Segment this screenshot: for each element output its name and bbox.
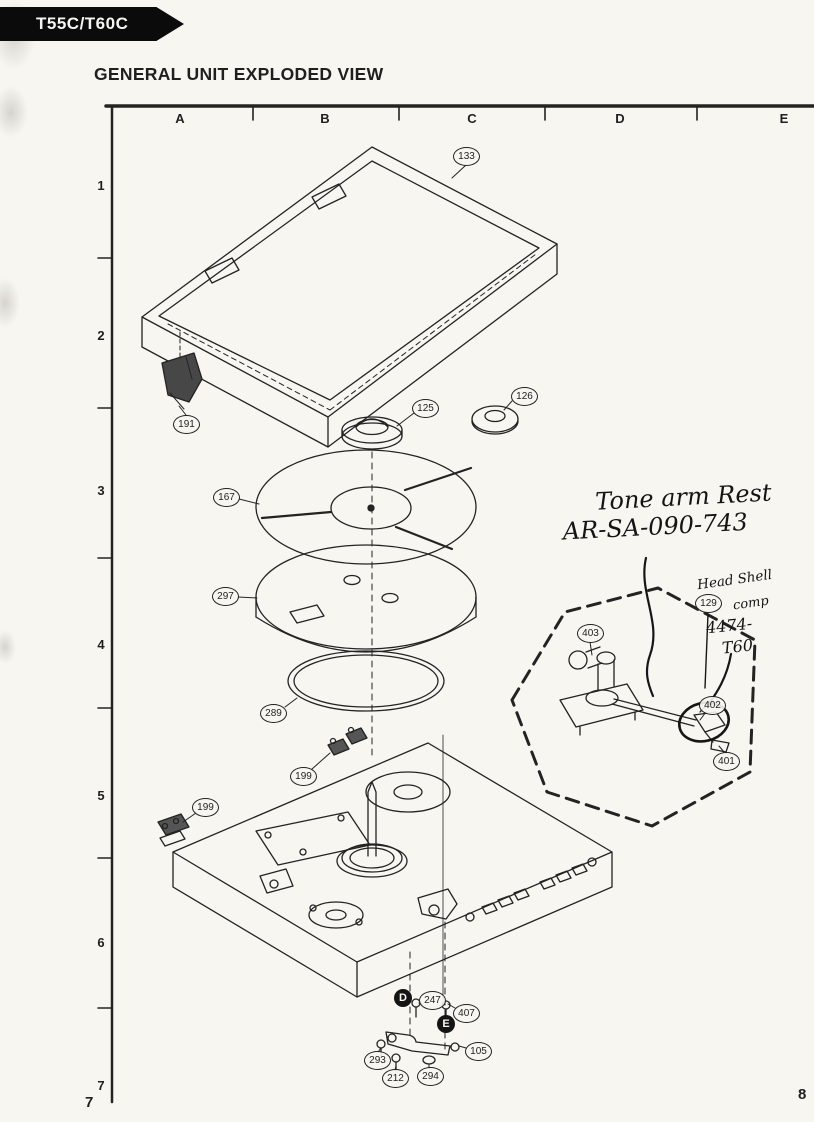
page-number-left: 7 — [85, 1094, 94, 1111]
tonearm-region-outline — [510, 586, 757, 828]
part-callout-133: 133 — [453, 147, 480, 166]
platter — [255, 544, 477, 653]
model-banner: T55C/T60C — [0, 7, 184, 41]
part-callout-293: 293 — [364, 1051, 391, 1070]
part-callout-289: 289 — [260, 704, 287, 723]
grid-col-c: C — [467, 111, 477, 126]
part-callout-294: 294 — [417, 1067, 444, 1086]
model-label: T55C/T60C — [36, 14, 129, 33]
grid-col-e: E — [779, 111, 789, 126]
platter-mat — [255, 449, 477, 565]
grid-row-6: 6 — [97, 935, 105, 950]
page-title: GENERAL UNIT EXPLODED VIEW — [94, 64, 384, 84]
grid-row-5: 5 — [97, 788, 105, 803]
view-marker-e: E — [437, 1015, 455, 1033]
part-callout-402: 402 — [699, 696, 726, 715]
page-number-right: 8 — [798, 1086, 807, 1103]
handwritten-note-tonearm: Tone arm Rest AR-SA-090-743 — [561, 479, 774, 546]
part-callout-199-left: 199 — [192, 798, 219, 817]
grid-row-7: 7 — [97, 1078, 105, 1093]
grid-frame-lines — [97, 104, 814, 1104]
grid-col-b: B — [320, 111, 330, 126]
part-callout-297: 297 — [212, 587, 239, 606]
part-callout-126: 126 — [511, 387, 538, 406]
grid-row-4: 4 — [97, 637, 105, 652]
part-callout-407: 407 — [453, 1004, 480, 1023]
part-callout-212: 212 — [382, 1069, 409, 1088]
leader-lines — [178, 164, 725, 1071]
bottom-parts — [376, 921, 460, 1072]
hinge-bracket — [161, 331, 203, 410]
part-callout-105: 105 — [465, 1042, 492, 1061]
dust-cover — [141, 146, 558, 448]
part-callout-167: 167 — [213, 488, 240, 507]
switch-assemblies — [157, 726, 368, 847]
handwritten-headshell-line4: T60 — [721, 635, 754, 658]
drive-belt — [287, 650, 445, 712]
grid-row-3: 3 — [97, 483, 105, 498]
grid-col-d: D — [615, 111, 625, 126]
part-callout-247: 247 — [419, 991, 446, 1010]
spindle-hub — [341, 416, 403, 450]
view-marker-d: D — [394, 989, 412, 1007]
part-callout-191: 191 — [173, 415, 200, 434]
part-callout-401: 401 — [713, 752, 740, 771]
45-adapter — [471, 405, 519, 435]
part-callout-199-top: 199 — [290, 767, 317, 786]
grid-row-1: 1 — [97, 178, 105, 193]
part-callout-403: 403 — [577, 624, 604, 643]
part-callout-129: 129 — [695, 594, 722, 613]
grid-row-2: 2 — [97, 328, 105, 343]
part-callout-125: 125 — [412, 399, 439, 418]
chassis — [172, 734, 613, 1001]
grid-col-a: A — [175, 111, 185, 126]
